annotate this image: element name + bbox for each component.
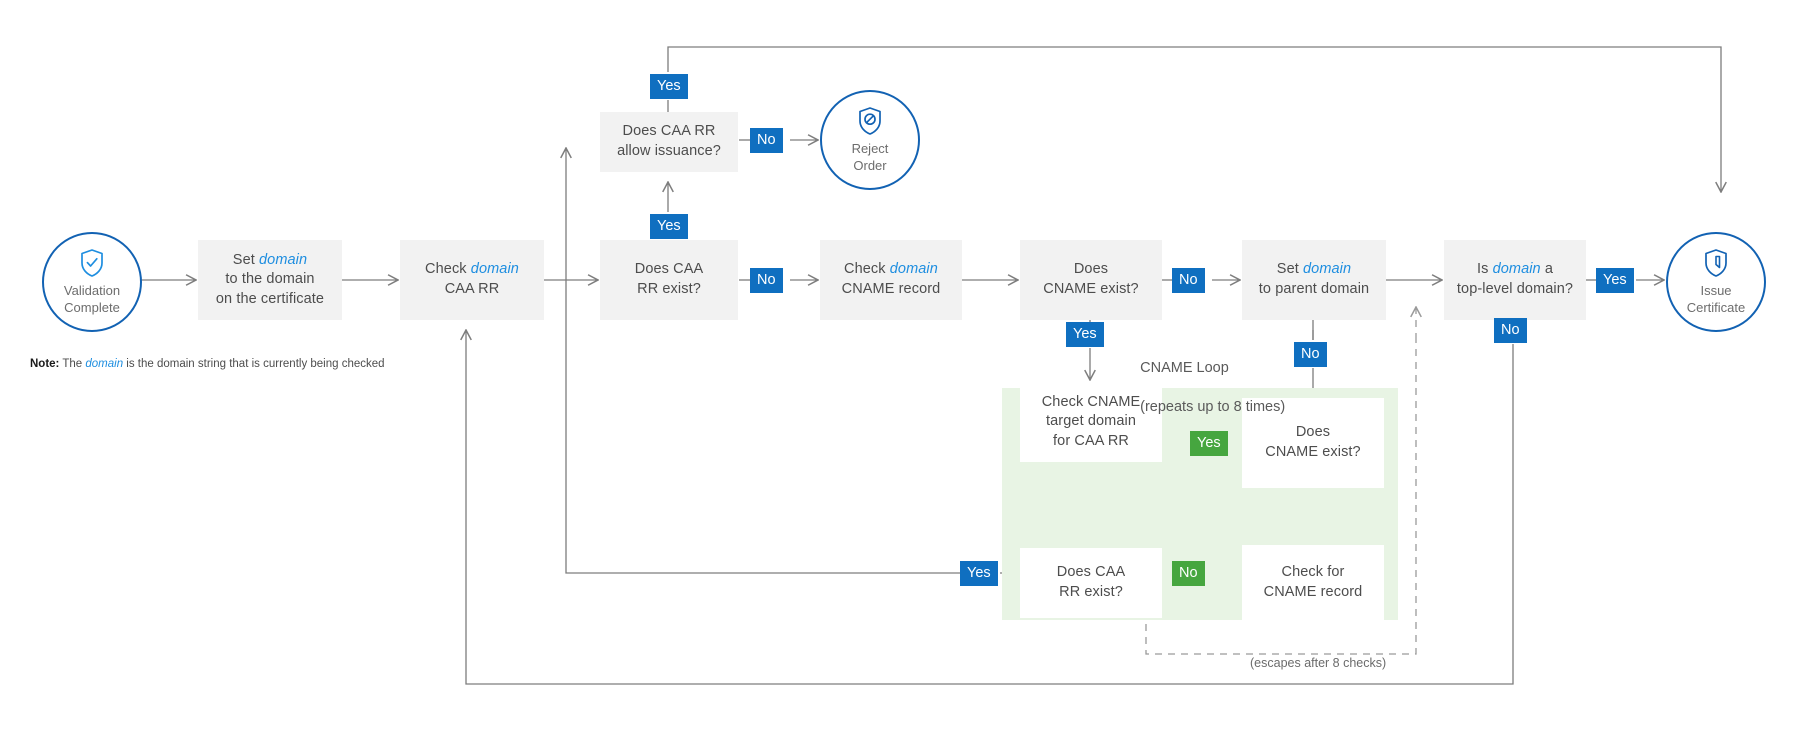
terminator-label-line1: Reject bbox=[851, 140, 889, 156]
node-emphasis-domain: domain bbox=[259, 251, 308, 268]
terminator-label-line2: Order bbox=[853, 157, 887, 173]
edge-label-caa-exist-no: No bbox=[750, 268, 783, 293]
edge-label-top-level-no: No bbox=[1494, 318, 1527, 343]
note-highlight-domain: domain bbox=[85, 358, 124, 370]
edge-label-loop-caa-exist-no: No bbox=[1172, 561, 1205, 586]
terminator-issue-certificate: Issue Certificate bbox=[1666, 232, 1766, 332]
shield-check-icon bbox=[79, 248, 105, 278]
node-emphasis-domain: domain bbox=[1303, 261, 1352, 278]
terminator-label-line2: Complete bbox=[64, 299, 120, 315]
node-line-2: to parent domain bbox=[1258, 281, 1370, 297]
edge-label-top-level-yes: Yes bbox=[1596, 268, 1634, 293]
node-line-2: CNAME record bbox=[841, 281, 941, 297]
node-loop-does-cname-exist: Does CNAME exist? bbox=[1242, 398, 1384, 488]
edge-label-loop-cname-exist-yes: Yes bbox=[1190, 431, 1228, 456]
node-line-1: Check CNAME bbox=[1041, 393, 1141, 410]
node-check-domain-caa-rr: Check domain CAA RR bbox=[400, 240, 544, 320]
node-line-2: CNAME exist? bbox=[1043, 281, 1139, 297]
edge-label-caa-allow-yes: Yes bbox=[650, 74, 688, 99]
node-line-3: on the certificate bbox=[215, 290, 325, 307]
node-line-2: RR exist? bbox=[637, 281, 701, 297]
terminator-label-line1: Issue bbox=[1700, 282, 1732, 298]
node-line-1: Does bbox=[1073, 261, 1109, 278]
node-loop-check-cname-target: Check CNAME target domain for CAA RR bbox=[1020, 382, 1162, 462]
note-text-after: is the domain string that is currently b… bbox=[123, 358, 385, 370]
node-line-1: Check bbox=[844, 261, 890, 278]
edge-label-caa-allow-no: No bbox=[750, 128, 783, 153]
diagram-note: Note: The domain is the domain string th… bbox=[30, 358, 385, 370]
node-set-domain-certificate: Set domain to the domain on the certific… bbox=[198, 240, 342, 320]
node-line-1: Does CAA bbox=[1056, 564, 1126, 581]
annotation-cname-loop-subtitle: (repeats up to 8 times) bbox=[1140, 398, 1286, 415]
terminator-label-line2: Certificate bbox=[1686, 299, 1746, 315]
node-does-cname-exist: Does CNAME exist? bbox=[1020, 240, 1162, 320]
shield-prohibited-icon bbox=[857, 106, 883, 136]
node-does-caa-rr-allow-issuance: Does CAA RR allow issuance? bbox=[600, 112, 738, 172]
node-emphasis-domain: domain bbox=[470, 261, 519, 278]
annotation-escape-after-8-checks: (escapes after 8 checks) bbox=[1250, 656, 1387, 670]
terminator-label-line1: Validation bbox=[63, 282, 121, 298]
node-line-2: allow issuance? bbox=[617, 143, 721, 159]
node-line-2: to the domain bbox=[225, 271, 315, 288]
node-emphasis-domain: domain bbox=[1492, 261, 1541, 278]
node-line-3: for CAA RR bbox=[1053, 432, 1129, 449]
annotation-cname-loop-title: CNAME Loop bbox=[1140, 359, 1229, 376]
edge-label-caa-exist-yes: Yes bbox=[650, 214, 688, 239]
edge-label-loop-cname-exist-no: No bbox=[1294, 342, 1327, 367]
node-line-1: Does CAA RR bbox=[622, 123, 716, 140]
terminator-reject-order: Reject Order bbox=[820, 90, 920, 190]
node-check-domain-cname-record: Check domain CNAME record bbox=[820, 240, 962, 320]
node-loop-check-cname-record: Check for CNAME record bbox=[1242, 545, 1384, 620]
edge-label-cname-exist-no: No bbox=[1172, 268, 1205, 293]
node-line-1: Check bbox=[425, 261, 471, 278]
node-emphasis-domain: domain bbox=[889, 261, 938, 278]
shield-certificate-icon bbox=[1703, 248, 1729, 278]
node-line-1: Does bbox=[1295, 424, 1331, 441]
edge-label-cname-exist-yes: Yes bbox=[1066, 322, 1104, 347]
node-line-2: RR exist? bbox=[1059, 584, 1123, 600]
edge-label-loop-caa-exist-yes: Yes bbox=[960, 561, 998, 586]
note-text-before: The bbox=[59, 358, 86, 370]
node-line-2: target domain bbox=[1046, 413, 1136, 430]
node-loop-does-caa-rr-exist: Does CAA RR exist? bbox=[1020, 548, 1162, 618]
node-line-2: top-level domain? bbox=[1456, 281, 1574, 297]
node-does-caa-rr-exist: Does CAA RR exist? bbox=[600, 240, 738, 320]
node-line-2: CAA RR bbox=[444, 281, 500, 297]
node-line-1-suffix: a bbox=[1540, 261, 1554, 278]
terminator-validation-complete: Validation Complete bbox=[42, 232, 142, 332]
node-line-1: Is bbox=[1476, 261, 1493, 278]
node-line-1: Set bbox=[232, 251, 259, 268]
annotation-cname-loop: CNAME Loop (repeats up to 8 times) bbox=[1124, 339, 1285, 437]
node-is-domain-top-level: Is domain a top-level domain? bbox=[1444, 240, 1586, 320]
node-set-domain-parent: Set domain to parent domain bbox=[1242, 240, 1386, 320]
node-line-1: Check for bbox=[1281, 563, 1345, 580]
note-prefix: Note: bbox=[30, 358, 60, 370]
node-line-2: CNAME record bbox=[1263, 583, 1363, 600]
node-line-1: Set bbox=[1276, 261, 1303, 278]
node-line-1: Does CAA bbox=[634, 261, 704, 278]
node-line-2: CNAME exist? bbox=[1265, 444, 1361, 460]
